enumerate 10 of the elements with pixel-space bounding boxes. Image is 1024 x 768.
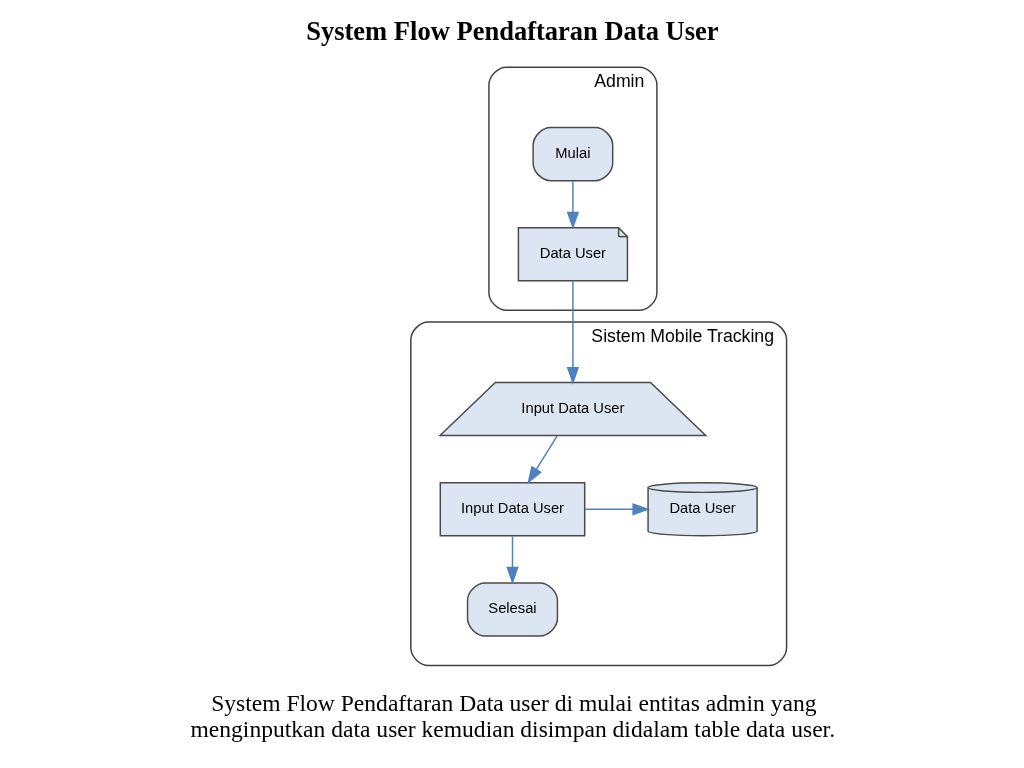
diagram-title: System Flow Pendaftaran Data User [305, 15, 719, 46]
arrow [526, 435, 558, 484]
node-box: Input Data User [439, 482, 585, 537]
arrow [566, 280, 579, 385]
node-box: Mulai [531, 126, 613, 182]
caption: System Flow Pendaftaran Data user di mulai entitas admin yang menginputkan data user kemudian disimpan didalam table data user. [190, 689, 835, 743]
arrow [583, 503, 650, 516]
arrow [505, 535, 519, 585]
arrow [566, 180, 579, 230]
node-box: Selesai [466, 582, 558, 637]
